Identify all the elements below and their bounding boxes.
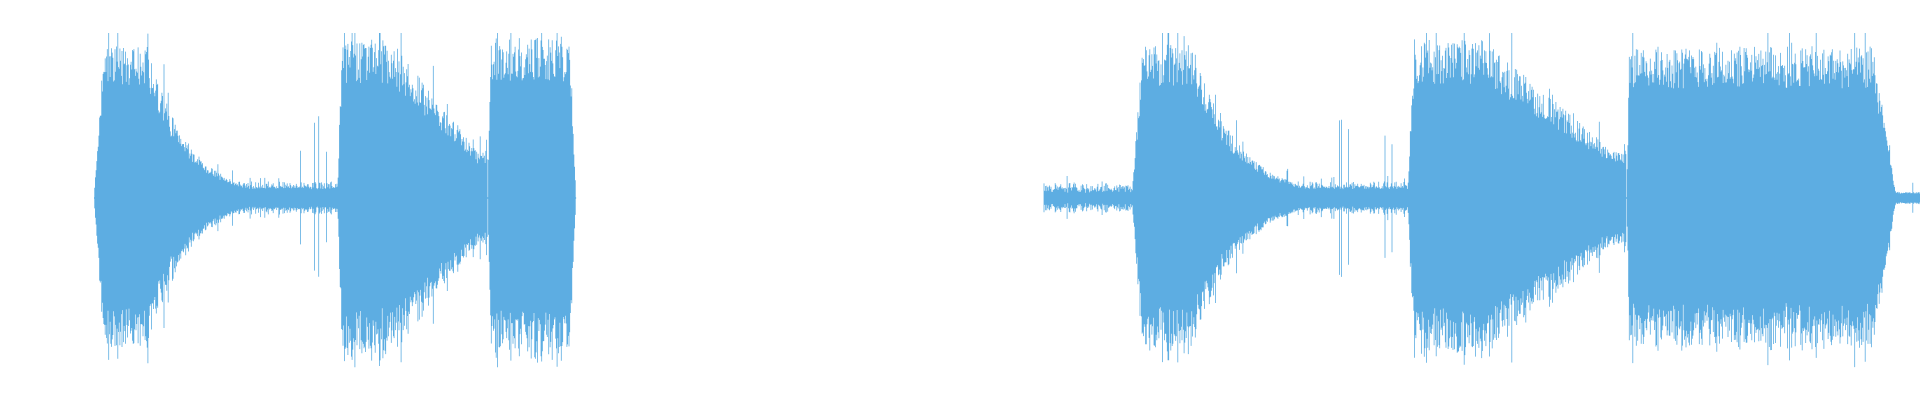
waveform-clip-2 — [1043, 33, 1920, 368]
waveform-clip-1 — [94, 33, 577, 368]
clip-2-samples — [1043, 33, 1920, 368]
clip-1-samples — [94, 33, 577, 368]
